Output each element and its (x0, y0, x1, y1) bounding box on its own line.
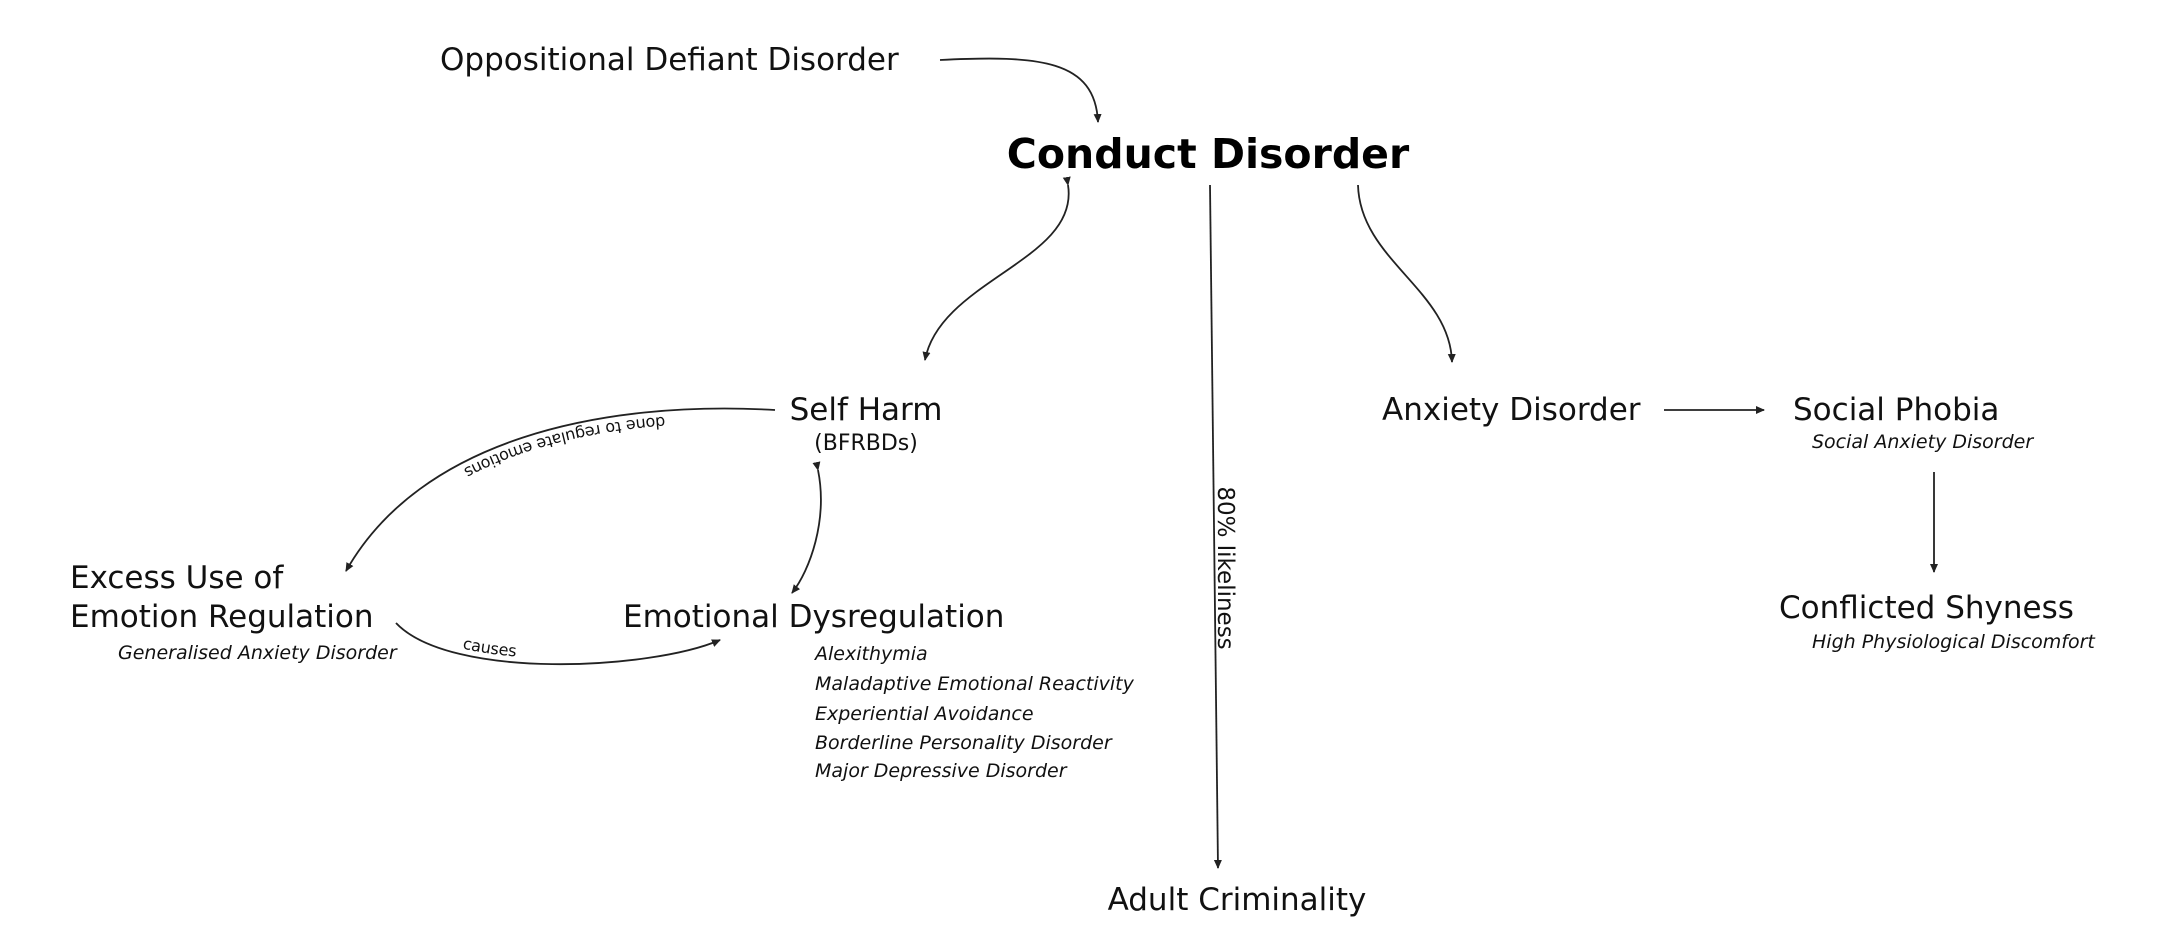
edge-label-conduct-to-criminality: 80% likeliness (1212, 486, 1238, 649)
node-oppositional-defiant-disorder: Oppositional Defiant Disorder (440, 42, 899, 78)
node-adult-criminality: Adult Criminality (1108, 882, 1367, 918)
edge-label-selfharm-to-excess: done to regulate emotions (461, 413, 666, 483)
dysregulation-note-item: Maladaptive Emotional Reactivity (815, 673, 1135, 695)
node-excess-use-note: Generalised Anxiety Disorder (118, 642, 398, 664)
edge-selfharm-to-excess (345, 407, 776, 572)
node-excess-use-line2: Emotion Regulation (70, 599, 374, 635)
dysregulation-note-item: Experiential Avoidance (815, 703, 1034, 725)
edge-conduct-selfharm-bidirectional (922, 176, 1071, 361)
node-self-harm: Self Harm (790, 392, 943, 428)
node-social-phobia-note: Social Anxiety Disorder (1812, 431, 2034, 453)
dysregulation-note-item: Alexithymia (813, 643, 928, 665)
node-emotional-dysregulation: Emotional Dysregulation (623, 599, 1004, 635)
node-conduct-disorder: Conduct Disorder (1007, 130, 1410, 178)
node-social-phobia: Social Phobia (1793, 392, 1999, 428)
node-conflicted-shyness-note: High Physiological Discomfort (1812, 631, 2096, 653)
dysregulation-note-item: Major Depressive Disorder (815, 760, 1068, 782)
edge-odd-to-conduct (939, 57, 1102, 123)
node-excess-use-line1: Excess Use of (70, 560, 284, 596)
edge-label-selfharm-to-excess-text: done to regulate emotions (461, 413, 666, 483)
node-conflicted-shyness: Conflicted Shyness (1779, 590, 2074, 626)
edge-conduct-to-anxiety (1357, 184, 1456, 363)
edge-conduct-to-criminality (1209, 184, 1222, 869)
edge-excess-to-dysregulation (395, 622, 721, 666)
node-anxiety-disorder: Anxiety Disorder (1382, 392, 1641, 428)
dysregulation-note-item: Borderline Personality Disorder (815, 732, 1113, 754)
node-self-harm-subtitle: (BFRBDs) (814, 431, 918, 456)
edge-selfharm-dysregulation-bidirectional (791, 461, 822, 594)
